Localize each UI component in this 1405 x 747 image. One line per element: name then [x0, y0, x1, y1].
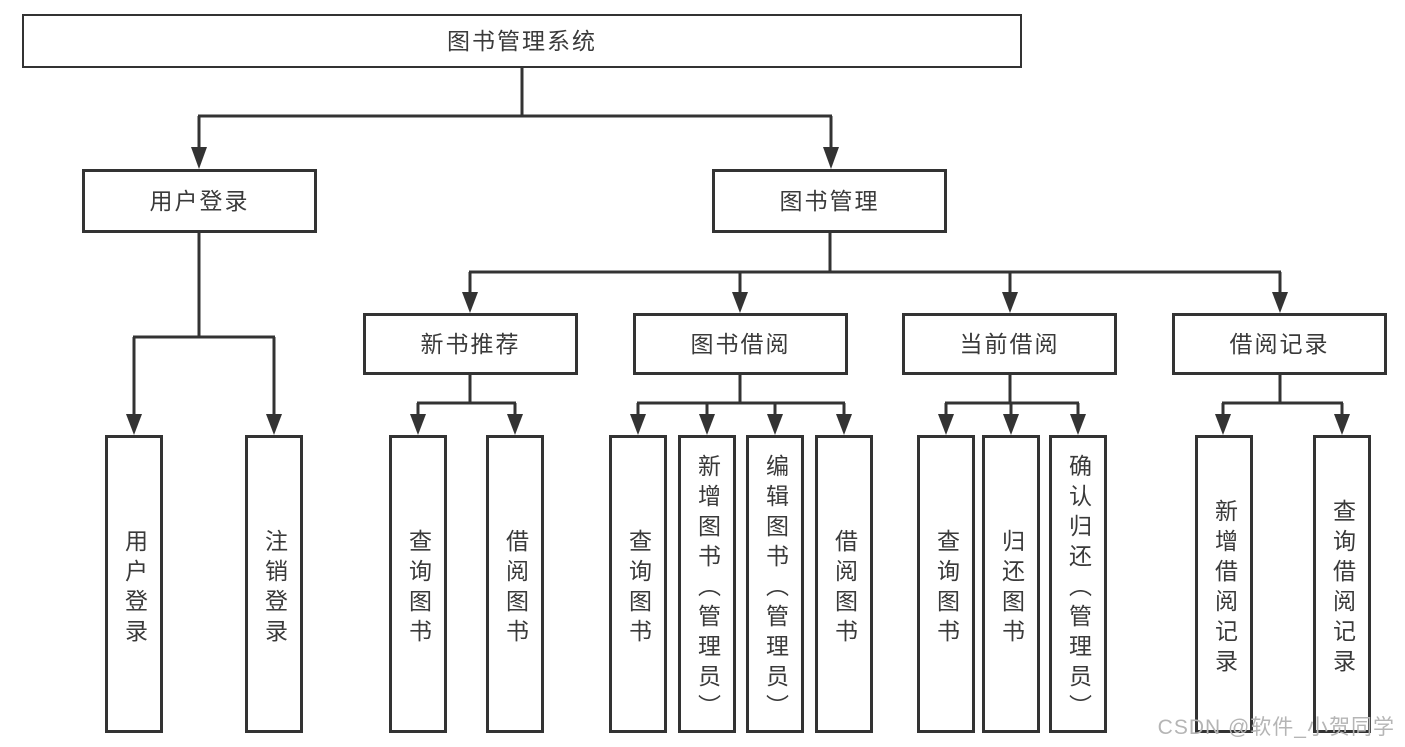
- leaf-edit-book-admin: 编辑图书（管理员）: [746, 435, 804, 733]
- node-new-book-recommend: 新书推荐: [363, 313, 578, 375]
- leaf-query-books-current: 查询图书: [917, 435, 975, 733]
- leaf-logout: 注销登录: [245, 435, 303, 733]
- leaf-query-borrow-record: 查询借阅记录: [1313, 435, 1371, 733]
- node-book-management: 图书管理: [712, 169, 947, 233]
- leaf-query-books-borrowing: 查询图书: [609, 435, 667, 733]
- node-root-library-system: 图书管理系统: [22, 14, 1022, 68]
- leaf-add-book-admin: 新增图书（管理员）: [678, 435, 736, 733]
- leaf-return-books: 归还图书: [982, 435, 1040, 733]
- node-borrowing-records: 借阅记录: [1172, 313, 1387, 375]
- node-book-borrowing: 图书借阅: [633, 313, 848, 375]
- leaf-query-books-recommend: 查询图书: [389, 435, 447, 733]
- leaf-confirm-return-admin: 确认归还（管理员）: [1049, 435, 1107, 733]
- node-current-borrowing: 当前借阅: [902, 313, 1117, 375]
- arrowhead-group: [126, 147, 1350, 435]
- node-user-login: 用户登录: [82, 169, 317, 233]
- csdn-watermark: CSDN @软件_小贺同学: [1157, 716, 1395, 739]
- leaf-user-login: 用户登录: [105, 435, 163, 733]
- leaf-borrow-books-recommend: 借阅图书: [486, 435, 544, 733]
- leaf-add-borrow-record: 新增借阅记录: [1195, 435, 1253, 733]
- leaf-borrow-books: 借阅图书: [815, 435, 873, 733]
